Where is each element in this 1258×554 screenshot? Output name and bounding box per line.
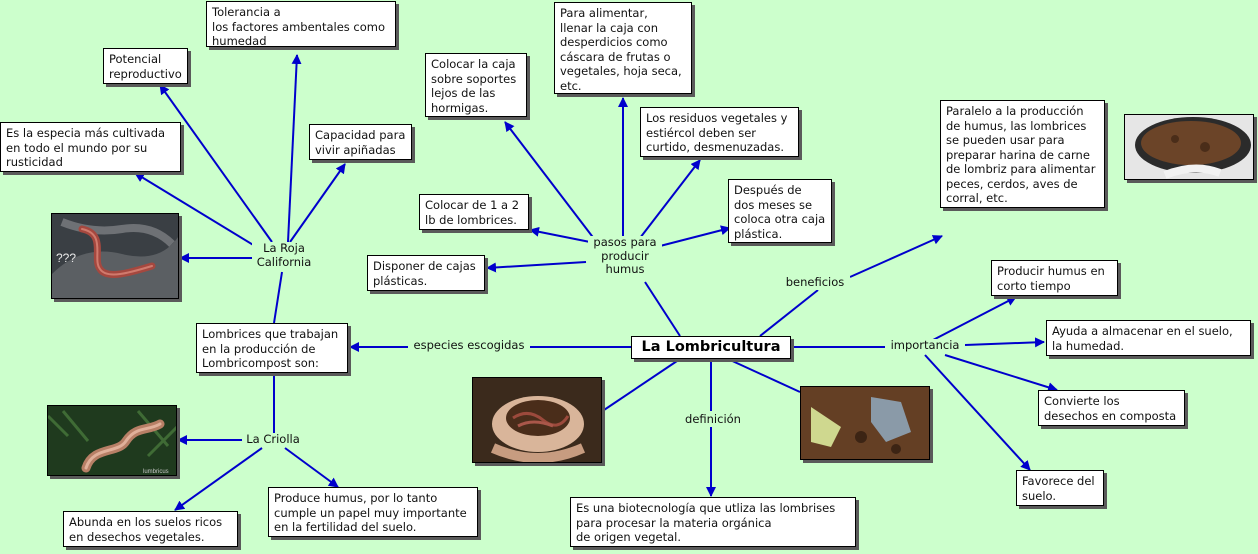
connector-line (287, 54, 302, 243)
node-tolerancia[interactable]: Tolerancia a los factores ambentales com… (206, 1, 396, 48)
root-node[interactable]: La Lombricultura (631, 336, 791, 359)
label-especies-escogidas: especies escogidas (408, 338, 530, 353)
connector-line (273, 271, 283, 324)
connector-line (289, 163, 346, 243)
connector-line (284, 447, 339, 488)
node-produce-humus[interactable]: Produce humus, por lo tanto cumple un pa… (268, 487, 478, 537)
connector-line (486, 261, 587, 273)
label-definicion: definición (680, 412, 746, 427)
photo-caption: ??? (56, 251, 76, 265)
compost-bucket-photo (1124, 114, 1254, 180)
connector-line (849, 235, 943, 278)
connector-line (964, 337, 1045, 348)
connector-line (924, 354, 1031, 471)
node-disponer-cajas[interactable]: Disponer de cajas plásticas. (367, 255, 485, 291)
node-abunda-suelos[interactable]: Abunda en los suelos ricos en desechos v… (63, 511, 238, 547)
node-producir-humus[interactable]: Producir humus en corto tiempo (991, 260, 1118, 296)
connector-line (944, 354, 1058, 393)
connector-line (529, 226, 591, 243)
node-favorece-suelo[interactable]: Favorece del suelo. (1016, 470, 1104, 506)
node-paralelo-produccion[interactable]: Paralelo a la producción de humus, las l… (940, 100, 1105, 208)
connector-line (759, 289, 819, 337)
connector-line (639, 159, 701, 239)
photo-caption: lumbricus (143, 469, 169, 475)
connector-line (659, 225, 731, 247)
node-especia-mas-cultivada[interactable]: Es la especia más cultivada en todo el m… (0, 122, 181, 172)
connector-line (504, 121, 596, 241)
connector-line (174, 447, 263, 511)
node-residuos-vegetales[interactable]: Los residuos vegetales y estiércol deben… (640, 107, 799, 157)
node-potencial-reproductivo[interactable]: Potencial reproductivo (103, 48, 188, 84)
gloved-hands-compost-photo (800, 386, 930, 460)
node-colocar-caja[interactable]: Colocar la caja sobre soportes lejos de … (425, 53, 527, 117)
node-biotecnologia[interactable]: Es una biotecnología que utliza las lomb… (570, 497, 856, 547)
red-worm-photo: ??? (51, 213, 179, 299)
label-roja-california: La Roja California (252, 241, 316, 269)
connector-line (603, 358, 681, 411)
hands-worms-photo (472, 377, 602, 463)
label-pasos-producir-humus: pasos para producir humus (588, 235, 662, 277)
label-beneficios: beneficios (780, 275, 850, 290)
connector-line (134, 172, 256, 247)
node-ayuda-almacenar[interactable]: Ayuda a almacenar en el suelo, la humeda… (1046, 320, 1251, 356)
connector-line (932, 296, 1017, 341)
criolla-worm-photo: lumbricus (47, 405, 177, 476)
node-para-alimentar[interactable]: Para alimentar, llenar la caja con despe… (554, 2, 692, 94)
node-capacidad-apinadas[interactable]: Capacidad para vivir apiñadas (309, 124, 412, 160)
connector-line (644, 281, 681, 337)
node-lombrices-trabajan[interactable]: Lombrices que trabajan en la producción … (196, 323, 348, 373)
label-la-criolla: La Criolla (242, 432, 304, 447)
connector-line (159, 84, 273, 243)
node-convierte-desechos[interactable]: Convierte los desechos en composta (1038, 390, 1185, 426)
node-colocar-lombrices[interactable]: Colocar de 1 a 2 lb de lombrices. (419, 194, 529, 230)
connector-line (727, 358, 801, 393)
node-despues-dos-meses[interactable]: Después de dos meses se coloca otra caja… (728, 179, 832, 243)
label-importancia: importancia (885, 338, 965, 353)
